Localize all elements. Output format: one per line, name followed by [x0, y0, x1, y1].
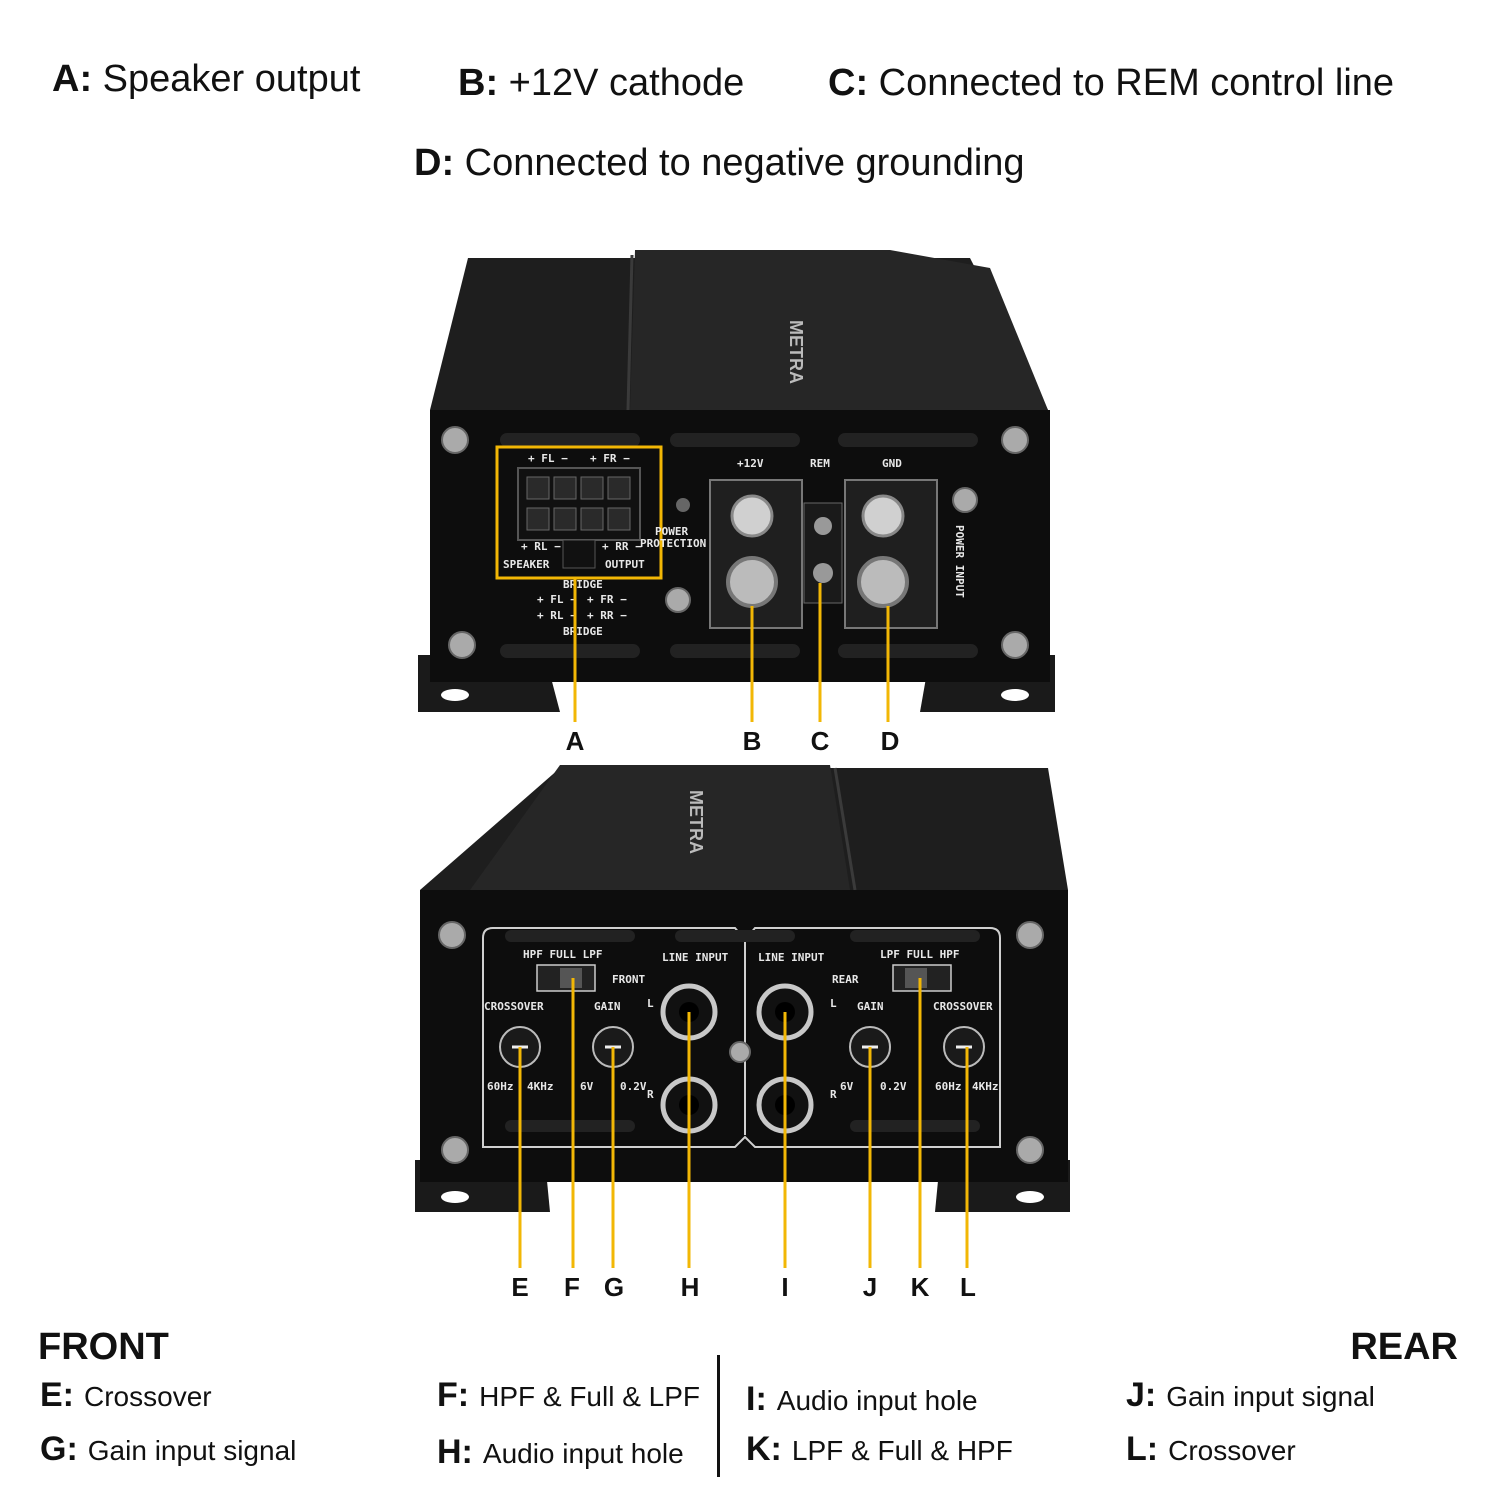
legend-c-text: Connected to REM control line	[878, 62, 1395, 104]
label-bridge-fr: + FR −	[587, 593, 627, 606]
legend-f: F: HPF & Full & LPF	[437, 1376, 700, 1415]
front-title: FRONT	[38, 1326, 169, 1368]
legend-e-text: Crossover	[84, 1381, 212, 1412]
amp-top-brand: METRA	[786, 320, 806, 384]
legend-i: I: Audio input hole	[746, 1380, 978, 1419]
callout-d: D	[880, 726, 900, 756]
label-6v-rear: 6V	[840, 1080, 854, 1093]
legend-i-letter: I:	[746, 1380, 767, 1418]
label-rear-panel: REAR	[832, 973, 859, 986]
label-line-input-front: LINE INPUT	[662, 951, 729, 964]
legend-b-text: +12V cathode	[508, 62, 745, 104]
callout-l: L	[960, 1272, 976, 1302]
legend-g-letter: G:	[40, 1430, 78, 1468]
legend-a-text: Speaker output	[102, 58, 361, 100]
label-02v-front: 0.2V	[620, 1080, 647, 1093]
label-4khz-front: 4KHz	[527, 1080, 554, 1093]
label-lpf-full-hpf: LPF FULL HPF	[880, 948, 959, 961]
legend-a: A: Speaker output	[52, 58, 360, 101]
legend-g-text: Gain input signal	[87, 1435, 297, 1466]
label-bridge-fl: + FL −	[537, 593, 577, 606]
label-bridge-top: BRIDGE	[563, 578, 603, 591]
label-crossover-rear: CROSSOVER	[933, 1000, 993, 1013]
legend-i-text: Audio input hole	[776, 1385, 978, 1416]
label-gnd: GND	[882, 457, 902, 470]
legend-j-text: Gain input signal	[1166, 1381, 1375, 1412]
legend-c-letter: C:	[828, 62, 869, 104]
legend-d-letter: D:	[414, 142, 455, 184]
label-fl: + FL −	[528, 452, 568, 465]
legend-l-text: Crossover	[1168, 1435, 1296, 1466]
label-rl: + RL −	[521, 540, 561, 553]
legend-k-letter: K:	[746, 1430, 782, 1468]
label-60hz-front: 60Hz	[487, 1080, 514, 1093]
legend-h-letter: H:	[437, 1433, 473, 1471]
legend-d-text: Connected to negative grounding	[464, 142, 1025, 184]
callout-f: F	[564, 1272, 580, 1302]
legend-j: J: Gain input signal	[1126, 1376, 1375, 1415]
label-hpf-full-lpf: HPF FULL LPF	[523, 948, 602, 961]
callout-h: H	[680, 1272, 700, 1302]
label-12v: +12V	[737, 457, 764, 470]
label-60hz-rear: 60Hz	[935, 1080, 962, 1093]
label-6v-front: 6V	[580, 1080, 594, 1093]
label-bridge-bottom: BRIDGE	[563, 625, 603, 638]
label-front-panel: FRONT	[612, 973, 645, 986]
callout-e: E	[511, 1272, 529, 1302]
label-r-rear: R	[830, 1088, 837, 1101]
label-gain-front: GAIN	[594, 1000, 621, 1013]
callout-a: A	[565, 726, 585, 756]
amp-top: METRA + FL − + FR − + RL	[418, 250, 1055, 722]
callout-i: I	[781, 1272, 789, 1302]
amp-bottom: METRA HPF FULL LPF LPF FULL HPF FRONT RE…	[415, 765, 1070, 1268]
legend-e: E: Crossover	[40, 1376, 212, 1415]
amp-bottom-brand: METRA	[686, 790, 706, 854]
label-crossover-front: CROSSOVER	[484, 1000, 544, 1013]
legend-l-letter: L:	[1126, 1430, 1159, 1468]
legend-k: K: LPF & Full & HPF	[746, 1430, 1013, 1469]
label-line-input-rear: LINE INPUT	[758, 951, 825, 964]
callout-c: C	[810, 726, 830, 756]
legend-j-letter: J:	[1126, 1376, 1157, 1414]
legend-k-text: LPF & Full & HPF	[791, 1435, 1013, 1466]
legend-f-text: HPF & Full & LPF	[479, 1381, 701, 1412]
callout-k: K	[910, 1272, 930, 1302]
legend-b-letter: B:	[458, 62, 499, 104]
callout-b: B	[742, 726, 762, 756]
label-4khz-rear: 4KHz	[972, 1080, 999, 1093]
label-l-front: L	[647, 997, 654, 1010]
label-bridge-rl: + RL −	[537, 609, 577, 622]
label-rr: + RR −	[602, 540, 642, 553]
label-r-front: R	[647, 1088, 654, 1101]
label-protection: PROTECTION	[640, 537, 706, 550]
label-power: POWER	[655, 525, 688, 538]
legend-g: G: Gain input signal	[40, 1430, 296, 1469]
legend-e-letter: E:	[40, 1376, 74, 1414]
label-l-rear: L	[830, 997, 837, 1010]
callout-g: G	[603, 1272, 625, 1302]
label-bridge-rr: + RR −	[587, 609, 627, 622]
label-fr: + FR −	[590, 452, 630, 465]
legend-h-text: Audio input hole	[482, 1438, 684, 1469]
label-power-input: POWER INPUT	[953, 525, 966, 598]
label-output: OUTPUT	[605, 558, 645, 571]
rear-title: REAR	[1350, 1326, 1458, 1368]
callout-j: J	[862, 1272, 878, 1302]
legend-b: B: +12V cathode	[458, 62, 744, 105]
label-gain-rear: GAIN	[857, 1000, 884, 1013]
legend-c: C: Connected to REM control line	[828, 62, 1394, 105]
legend-d: D: Connected to negative grounding	[414, 142, 1025, 185]
legend-divider	[717, 1355, 720, 1477]
label-speaker: SPEAKER	[503, 558, 550, 571]
legend-h: H: Audio input hole	[437, 1433, 684, 1472]
label-rem: REM	[810, 457, 830, 470]
legend-f-letter: F:	[437, 1376, 470, 1414]
legend-l: L: Crossover	[1126, 1430, 1296, 1469]
label-02v-rear: 0.2V	[880, 1080, 907, 1093]
legend-a-letter: A:	[52, 58, 93, 100]
